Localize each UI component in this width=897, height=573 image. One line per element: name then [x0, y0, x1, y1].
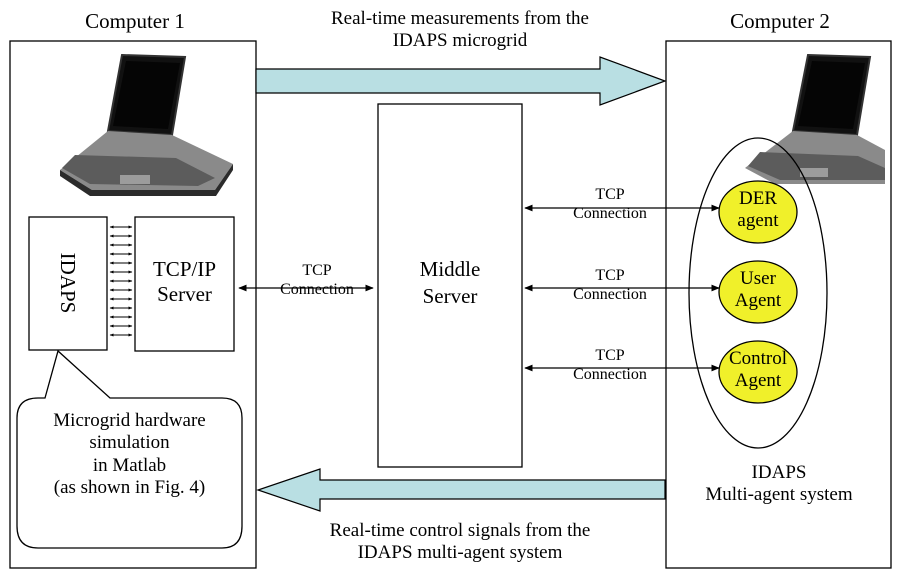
user-agent-node: [718, 260, 798, 324]
user-agent-connection-label: TCP Connection: [573, 267, 647, 303]
der-agent-connection-label: TCP Connection: [573, 186, 647, 222]
callout-text: Microgrid hardware simulation in Matlab …: [53, 410, 206, 499]
multi-agent-system-label: IDAPS Multi-agent system: [705, 462, 853, 506]
laptop-icon: [60, 53, 233, 196]
tcp-ip-server-box: [134, 216, 235, 352]
control-agent-connection-label: TCP Connection: [573, 347, 647, 383]
der-agent-node: [718, 180, 798, 244]
computer1-title: Computer 1: [85, 9, 185, 33]
idaps-label: IDAPS: [56, 252, 80, 314]
callout-bubble: [16, 349, 243, 549]
computer2-title: Computer 2: [730, 9, 830, 33]
measurement-flow-arrow: [255, 56, 667, 106]
idaps-box: [28, 216, 108, 351]
middle-server-box: [377, 103, 523, 468]
control-flow-arrow: [256, 468, 666, 512]
measurement-flow-label: Real-time measurements from the IDAPS mi…: [331, 8, 589, 52]
user-agent-label: User Agent: [734, 268, 782, 312]
control-agent-node: [718, 340, 798, 404]
der-agent-label: DER agent: [737, 188, 779, 232]
control-agent-label: Control Agent: [728, 348, 788, 392]
multi-agent-ellipse: [688, 137, 828, 449]
control-flow-label: Real-time control signals from the IDAPS…: [329, 520, 591, 564]
server-middle-connection-label: TCP Connection: [280, 262, 354, 298]
laptop-icon: [745, 53, 885, 184]
middle-server-label: Middle Server: [419, 257, 481, 309]
idaps-server-links: [109, 225, 133, 337]
tcp-ip-server-label: TCP/IP Server: [152, 257, 217, 306]
